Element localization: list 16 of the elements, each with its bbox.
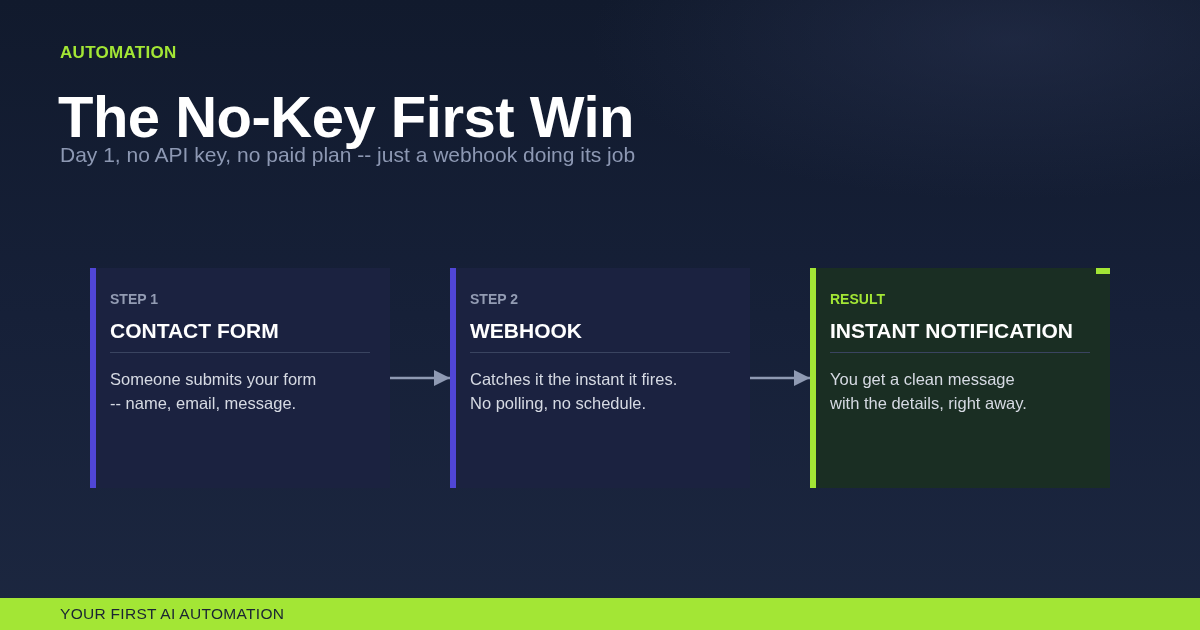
step-label: STEP 1 — [110, 290, 158, 308]
card-description: You get a clean message with the details, right away. — [830, 369, 1028, 414]
card-heading: CONTACT FORM — [110, 319, 279, 343]
arrow — [750, 370, 810, 386]
card-heading: WEBHOOK — [470, 319, 582, 343]
card-description: Catches it the instant it fires. No polling, no schedule. — [470, 369, 679, 414]
section-label: AUTOMATION — [60, 43, 177, 63]
step-card — [450, 268, 750, 488]
step-card — [810, 268, 1110, 488]
step-card — [90, 268, 390, 488]
arrow — [390, 370, 450, 386]
card-description: Someone submits your form -- name, email, message. — [110, 369, 318, 414]
footer-text: YOUR FIRST AI AUTOMATION — [60, 605, 285, 623]
step-label: STEP 2 — [470, 290, 518, 308]
step-label: RESULT — [830, 290, 885, 308]
card-heading: INSTANT NOTIFICATION — [830, 319, 1074, 343]
